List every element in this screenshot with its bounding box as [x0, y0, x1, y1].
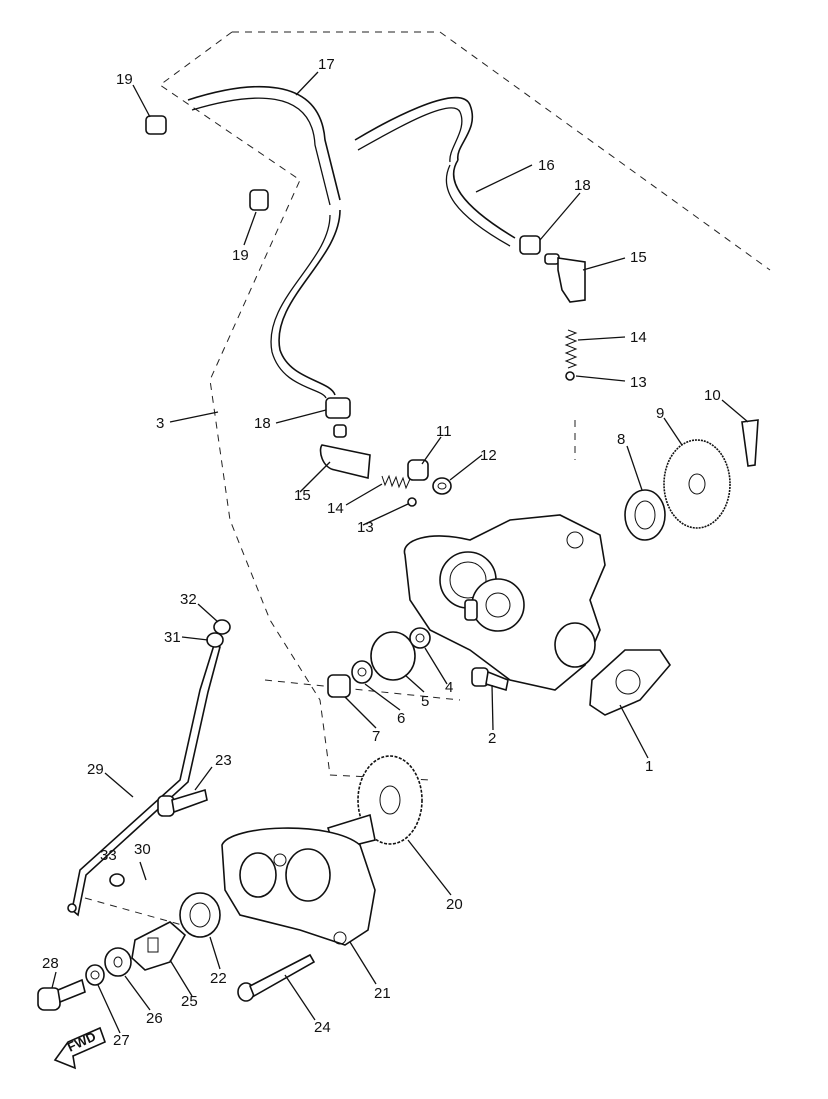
- bearing-8: [624, 489, 666, 541]
- callout-16: 16: [538, 157, 555, 174]
- seal-22: [179, 892, 221, 938]
- spring-14-right: [564, 329, 578, 369]
- callout-15-right: 15: [630, 249, 647, 266]
- callout-19-upper: 19: [116, 71, 133, 88]
- callout-31: 31: [164, 629, 181, 646]
- callout-18-right: 18: [574, 177, 591, 194]
- callout-5: 5: [421, 693, 429, 710]
- washer-12: [432, 477, 452, 495]
- callout-21: 21: [374, 985, 391, 1002]
- callout-17: 17: [318, 56, 335, 73]
- callout-labels: 19 17 19 16 18 15 14 13 3 18 15 14 13 11…: [42, 56, 721, 1049]
- callout-8: 8: [617, 431, 625, 448]
- pump-drive-gear-20: [326, 755, 423, 851]
- gasket-1: [589, 649, 672, 716]
- callout-7: 7: [372, 728, 380, 745]
- leader-lines: [51, 71, 749, 1034]
- callout-11: 11: [436, 423, 452, 440]
- bolt-28: [37, 978, 86, 1011]
- oil-hose-17: [187, 85, 473, 399]
- adjusting-plate-25: [131, 921, 187, 971]
- callout-9: 9: [656, 405, 664, 422]
- pin-30: [139, 861, 147, 881]
- banjo-elbow-15-right: [544, 253, 586, 303]
- forward-direction-marker: FWD: [53, 1026, 107, 1070]
- callout-27: 27: [113, 1032, 130, 1049]
- oil-hose-16: [445, 159, 516, 247]
- callout-2: 2: [488, 730, 496, 747]
- callout-4: 4: [445, 679, 453, 696]
- spring-14-left: [381, 474, 411, 490]
- callout-28: 28: [42, 955, 59, 972]
- callout-13-left: 13: [357, 519, 374, 536]
- callout-29: 29: [87, 761, 104, 778]
- callout-10: 10: [704, 387, 721, 404]
- banjo-elbow-15-left: [319, 424, 371, 479]
- washer-6: [351, 660, 373, 684]
- callout-26: 26: [146, 1010, 163, 1027]
- nut-7: [327, 674, 351, 698]
- clamp-18-left: [325, 397, 351, 419]
- clamp-18-right: [519, 235, 541, 255]
- callout-14-right: 14: [630, 329, 647, 346]
- screw-24: [237, 953, 316, 1002]
- screw-23: [157, 788, 208, 817]
- callout-12: 12: [480, 447, 497, 464]
- callout-32: 32: [180, 591, 197, 608]
- callout-33: 33: [100, 847, 117, 864]
- washer-27: [85, 964, 105, 986]
- clamp-19-lower: [249, 189, 269, 211]
- pin-10: [741, 419, 759, 467]
- nut-33: [109, 873, 125, 887]
- washer-4: [409, 627, 431, 649]
- plug-11: [407, 459, 429, 481]
- control-rod-29: [67, 643, 221, 917]
- callout-20: 20: [446, 896, 463, 913]
- callout-3: 3: [156, 415, 164, 432]
- callout-14-left: 14: [327, 500, 344, 517]
- plate-5: [370, 631, 416, 681]
- callout-18-left: 18: [254, 415, 271, 432]
- callout-6: 6: [397, 710, 405, 727]
- washer-26: [104, 947, 132, 977]
- nut-32: [213, 619, 231, 635]
- oil-pump-body: [403, 514, 606, 691]
- check-ball-13-left: [407, 497, 417, 507]
- pump-cover-21: [221, 827, 376, 946]
- callout-13-right: 13: [630, 374, 647, 391]
- callout-30: 30: [134, 841, 151, 858]
- callout-24: 24: [314, 1019, 331, 1036]
- callout-23: 23: [215, 752, 232, 769]
- callout-1: 1: [645, 758, 653, 775]
- nut-31: [206, 632, 224, 648]
- drive-gear-9: [663, 439, 731, 529]
- callout-25: 25: [181, 993, 198, 1010]
- callout-15-left: 15: [294, 487, 311, 504]
- clamp-19-upper: [145, 115, 167, 135]
- check-ball-13-right: [565, 371, 575, 381]
- callout-19-lower: 19: [232, 247, 249, 264]
- callout-22: 22: [210, 970, 227, 987]
